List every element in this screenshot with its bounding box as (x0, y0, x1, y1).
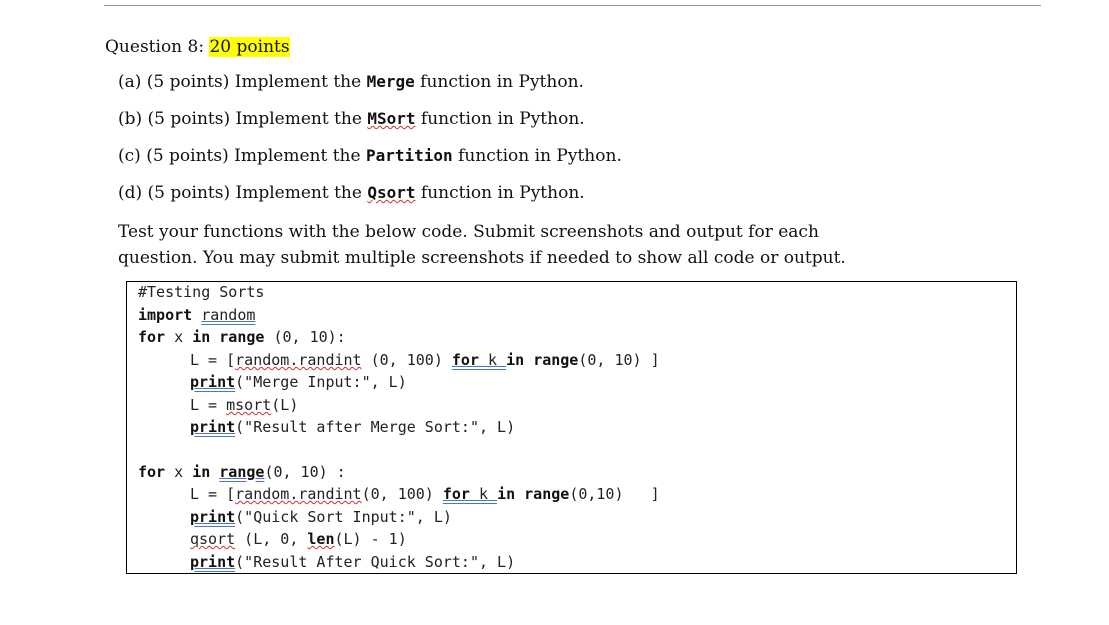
len-call: len (307, 530, 335, 548)
question-points-highlight: 20 points (209, 37, 290, 57)
part-d-function: Qsort (367, 183, 416, 202)
part-b-text: (b) (5 points) Implement the (118, 109, 368, 129)
comp-in: in (497, 485, 516, 503)
qsort-args: (L, 0, (235, 530, 308, 548)
in-keyword: in (192, 328, 211, 346)
comp-in: in (506, 351, 525, 369)
comp-for: for (451, 351, 479, 369)
range-keyword: range (219, 328, 265, 346)
question-label: Question 8: (105, 37, 210, 57)
range-keyword: range (219, 463, 265, 481)
loop-var: x (165, 463, 193, 481)
part-c-function: Partition (365, 146, 453, 165)
qsort-call: qsort (190, 530, 236, 548)
msort-call: msort (226, 396, 272, 414)
code-for-line-2: for x in range(0, 10) : (138, 462, 346, 482)
code-comment: #Testing Sorts (138, 283, 265, 301)
part-c-suffix: function in Python. (452, 146, 622, 166)
print-keyword: print (190, 553, 236, 571)
code-box (126, 281, 1017, 574)
code-print-line-4: print("Result After Quick Sort:", L) (190, 552, 515, 572)
comp-range: range (533, 351, 579, 369)
part-d-text: (d) (5 points) Implement the (118, 183, 368, 203)
comp-args: (0,10) ] (569, 485, 660, 503)
code-import-line: import random (138, 305, 255, 325)
print-keyword: print (190, 508, 236, 526)
loop-var: x (165, 328, 193, 346)
comp-var: k (479, 351, 507, 369)
code-qsort-line: qsort (L, 0, len(L) - 1) (190, 529, 407, 549)
part-c-text: (c) (5 points) Implement the (118, 146, 366, 166)
code-list-line-2: L = [random.randint(0, 100) for k in ran… (190, 484, 660, 504)
instructions-paragraph: Test your functions with the below code.… (118, 222, 846, 268)
qsort-args-end: (L) - 1) (334, 530, 407, 548)
import-keyword: import (138, 306, 193, 324)
code-list-line-1: L = [random.randint (0, 100) for k in ra… (190, 350, 660, 370)
code-print-line-2: print("Result after Merge Sort:", L) (190, 417, 515, 437)
code-msort-line: L = msort(L) (190, 395, 298, 415)
randint-args: (0, 100) (361, 351, 452, 369)
range-args: (0, 10): (264, 328, 346, 346)
print-keyword: print (190, 418, 236, 436)
assign: L = (190, 396, 227, 414)
import-module: random (201, 306, 256, 324)
comp-for: for (442, 485, 470, 503)
print-args: ("Result After Quick Sort:", L) (235, 553, 516, 571)
part-a: (a) (5 points) Implement the Merge funct… (118, 71, 584, 93)
msort-args: (L) (271, 396, 299, 414)
part-d: (d) (5 points) Implement the Qsort funct… (118, 182, 585, 204)
assign: L = [ (190, 351, 236, 369)
code-print-line-3: print("Quick Sort Input:", L) (190, 507, 452, 527)
comp-args: (0, 10) ] (578, 351, 660, 369)
comp-range: range (524, 485, 570, 503)
part-a-function: Merge (366, 72, 415, 91)
top-divider (104, 5, 1041, 6)
comp-var: k (469, 485, 498, 503)
code-print-line-1: print("Merge Input:", L) (190, 372, 407, 392)
part-b-function: MSort (367, 109, 416, 128)
code-for-line-1: for x in range (0, 10): (138, 327, 346, 347)
part-a-suffix: function in Python. (414, 72, 584, 92)
range-args: (0, 10) : (264, 463, 346, 481)
print-args: ("Merge Input:", L) (235, 373, 407, 391)
print-args: ("Result after Merge Sort:", L) (235, 418, 516, 436)
randint-args: (0, 100) (361, 485, 443, 503)
for-keyword: for (138, 463, 166, 481)
assign: L = [ (190, 485, 236, 503)
for-keyword: for (138, 328, 166, 346)
in-keyword: in (192, 463, 211, 481)
part-b-suffix: function in Python. (415, 109, 585, 129)
print-args: ("Quick Sort Input:", L) (235, 508, 452, 526)
randint-call: random.randint (235, 485, 362, 503)
question-title: Question 8: 20 points (105, 36, 290, 58)
part-d-suffix: function in Python. (415, 183, 585, 203)
part-a-text: (a) (5 points) Implement the (118, 72, 367, 92)
part-b: (b) (5 points) Implement the MSort funct… (118, 108, 585, 130)
randint-call: random.randint (235, 351, 362, 369)
print-keyword: print (190, 373, 236, 391)
part-c: (c) (5 points) Implement the Partition f… (118, 145, 622, 167)
